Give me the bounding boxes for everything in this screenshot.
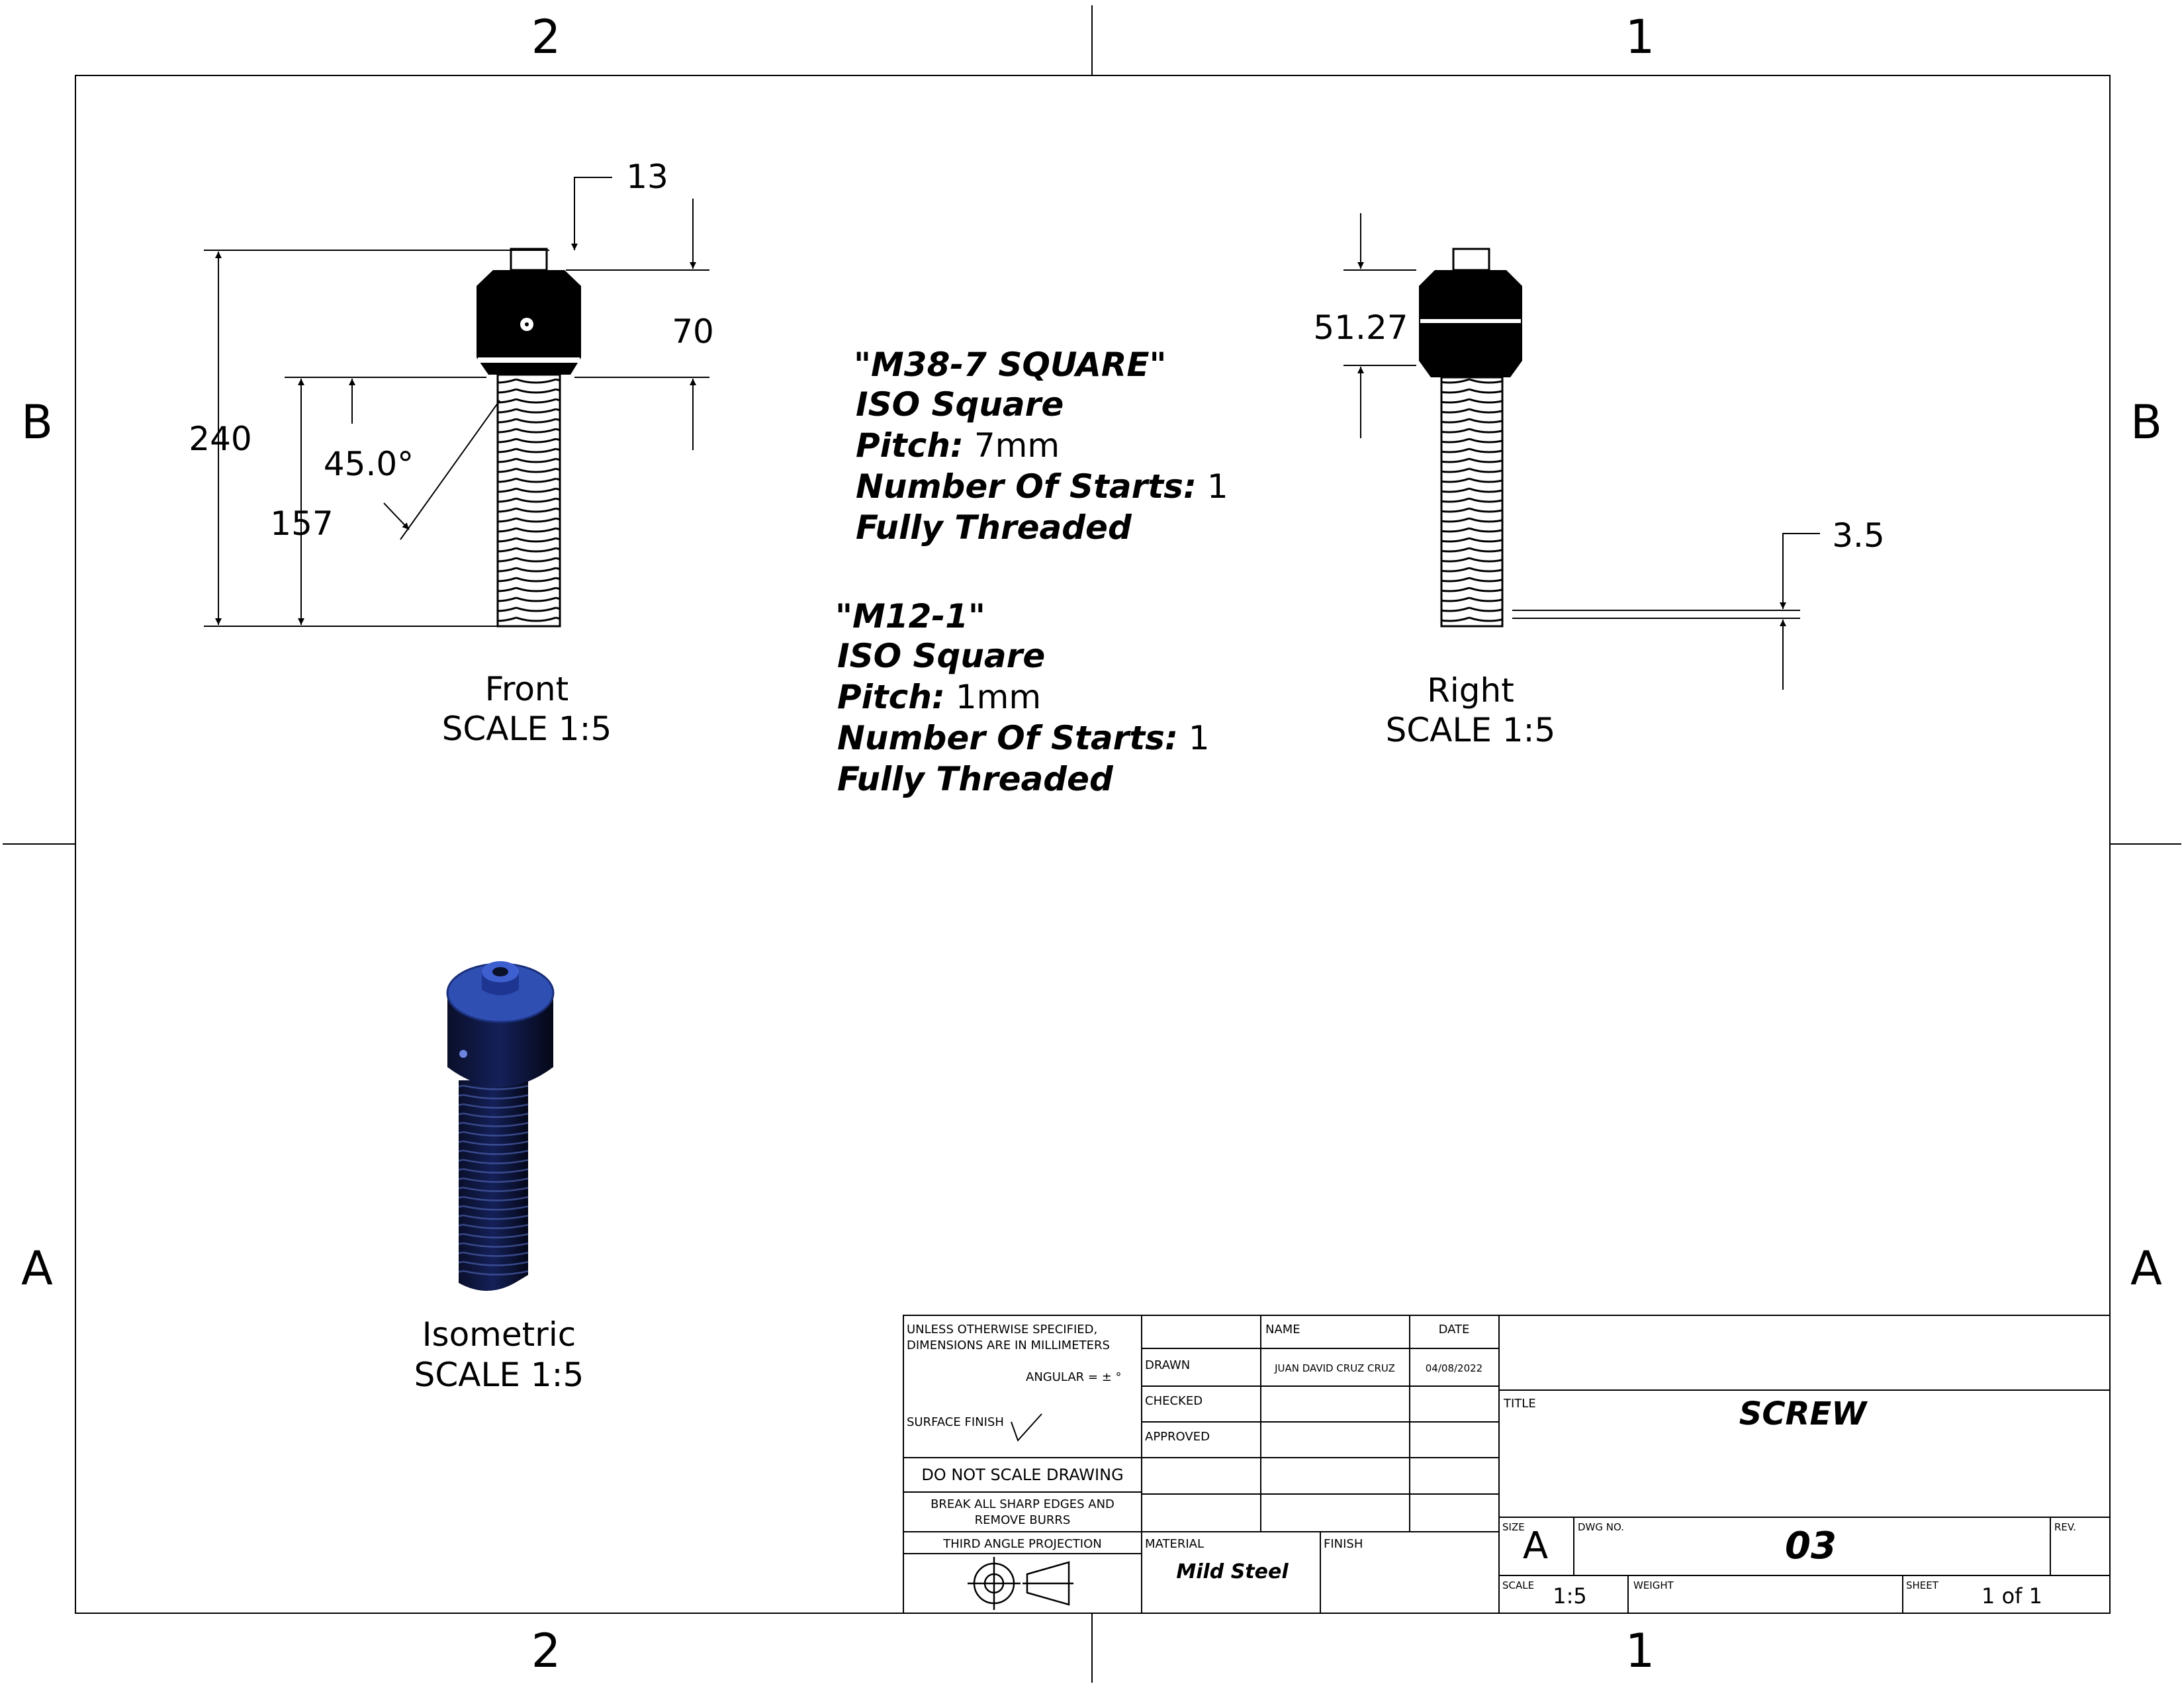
zone-labels: 2 1 2 1 B A B A [21, 10, 2162, 1678]
tb-break-edges-2: REMOVE BURRS [975, 1513, 1071, 1527]
zone-left-a: A [21, 1241, 53, 1295]
note-m12-starts-label: Number Of Starts: [837, 719, 1178, 757]
zone-top-2: 2 [531, 10, 561, 64]
front-view-name: Front [485, 670, 569, 708]
right-dimensions [1343, 213, 1820, 690]
tb-size-label: SIZE [1502, 1521, 1525, 1533]
right-view-name: Right [1427, 671, 1514, 710]
note-m12-title: "M12-1" [835, 597, 985, 635]
note-m38-title: "M38-7 SQUARE" [854, 346, 1167, 384]
note-m12-starts: Number Of Starts: 1 [837, 719, 1210, 757]
note-m12-pitch-value: 1mm [945, 678, 1041, 716]
dim-240: 240 [189, 420, 251, 458]
tb-size-value: A [1523, 1524, 1548, 1568]
zone-left-b: B [21, 395, 53, 449]
tb-approved-label: APPROVED [1145, 1430, 1210, 1444]
title-block-grid [903, 1315, 2111, 1614]
tb-do-not-scale: DO NOT SCALE DRAWING [921, 1466, 1123, 1484]
front-view-caption: Front SCALE 1:5 [442, 670, 612, 748]
thread-note-m12: "M12-1" ISO Square Pitch: 1mm Number Of … [835, 597, 1210, 798]
tb-rev-label: REV. [2054, 1521, 2076, 1533]
tb-material-label: MATERIAL [1145, 1537, 1204, 1551]
title-block-text: UNLESS OTHERWISE SPECIFIED, DIMENSIONS A… [907, 1323, 2076, 1609]
note-m38-starts: Number Of Starts: 1 [856, 467, 1228, 506]
tb-projection: THIRD ANGLE PROJECTION [942, 1537, 1102, 1551]
tb-title-value: SCREW [1739, 1395, 1868, 1432]
tb-finish-label: FINISH [1324, 1537, 1363, 1551]
tb-angular: ANGULAR = ± ° [1026, 1370, 1122, 1384]
note-m12-standard: ISO Square [837, 637, 1045, 675]
tb-dwg-no-value: 03 [1785, 1524, 1837, 1568]
tb-unless-2: DIMENSIONS ARE IN MILLIMETERS [907, 1338, 1110, 1352]
surface-finish-icon [1011, 1413, 1042, 1442]
tb-weight-label: WEIGHT [1633, 1579, 1674, 1591]
zone-right-a: A [2130, 1241, 2162, 1295]
tb-date-header: DATE [1439, 1323, 1470, 1336]
right-view-caption: Right SCALE 1:5 [1386, 671, 1556, 749]
zone-right-b: B [2130, 395, 2162, 449]
tb-unless-1: UNLESS OTHERWISE SPECIFIED, [907, 1323, 1097, 1336]
thread-note-m38: "M38-7 SQUARE" ISO Square Pitch: 7mm Num… [854, 346, 1228, 547]
right-dimension-labels: 51.27 3.5 [1313, 308, 1884, 555]
tb-scale-value: 1:5 [1553, 1583, 1587, 1609]
note-m38-starts-label: Number Of Starts: [856, 467, 1197, 506]
dim-157: 157 [270, 504, 333, 543]
note-m38-pitch-label: Pitch: [856, 426, 964, 465]
front-dimension-labels: 13 70 240 45.0° 157 [189, 158, 714, 543]
front-view-scale: SCALE 1:5 [442, 710, 612, 748]
note-m38-pitch-value: 7mm [964, 426, 1060, 465]
front-dimensions [204, 177, 709, 627]
zone-top-1: 1 [1625, 10, 1655, 64]
dim-13: 13 [626, 158, 668, 196]
tb-surface-finish: SURFACE FINISH [907, 1415, 1004, 1429]
note-m38-starts-value: 1 [1197, 467, 1228, 506]
note-m12-pitch: Pitch: 1mm [837, 678, 1041, 716]
third-angle-projection-icon [968, 1557, 1073, 1610]
tb-title-label: TITLE [1503, 1397, 1536, 1411]
note-m12-threaded: Fully Threaded [837, 760, 1114, 798]
right-view [1419, 248, 1522, 628]
dim-45-angle: 45.0° [324, 445, 414, 483]
isometric-view-caption: Isometric SCALE 1:5 [414, 1315, 584, 1394]
zone-bottom-1: 1 [1625, 1624, 1655, 1678]
tb-drawn-date: 04/08/2022 [1426, 1362, 1482, 1374]
tb-dwg-no-label: DWG NO. [1578, 1521, 1624, 1533]
note-m38-pitch: Pitch: 7mm [856, 426, 1060, 465]
tb-material-value: Mild Steel [1176, 1560, 1289, 1583]
tb-sheet-value: 1 of 1 [1981, 1583, 2042, 1609]
tb-checked-label: CHECKED [1145, 1394, 1203, 1408]
dim-51-27: 51.27 [1313, 308, 1408, 347]
note-m12-starts-value: 1 [1178, 719, 1210, 757]
tb-break-edges-1: BREAK ALL SHARP EDGES AND [931, 1497, 1115, 1511]
dim-3-5: 3.5 [1832, 516, 1885, 555]
front-view [477, 248, 581, 628]
tb-name-header: NAME [1265, 1323, 1300, 1336]
tb-scale-label: SCALE [1502, 1579, 1534, 1591]
right-view-scale: SCALE 1:5 [1386, 711, 1556, 749]
tb-drawn-label: DRAWN [1145, 1358, 1190, 1372]
note-m38-standard: ISO Square [856, 385, 1064, 424]
isometric-view-name: Isometric [422, 1315, 576, 1354]
isometric-view [446, 961, 555, 1291]
note-m38-threaded: Fully Threaded [856, 508, 1132, 547]
zone-bottom-2: 2 [531, 1624, 561, 1678]
dim-70: 70 [672, 312, 714, 351]
isometric-view-scale: SCALE 1:5 [414, 1356, 584, 1394]
note-m12-pitch-label: Pitch: [837, 678, 945, 716]
tb-sheet-label: SHEET [1906, 1579, 1939, 1591]
tb-drawn-name: JUAN DAVID CRUZ CRUZ [1274, 1362, 1395, 1374]
